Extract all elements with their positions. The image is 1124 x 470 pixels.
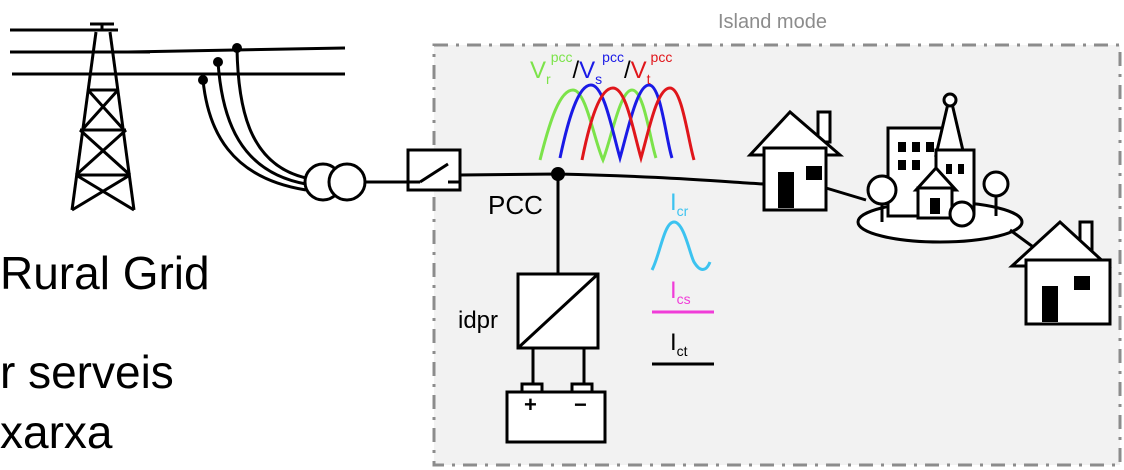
i-cs-main: I [670,277,677,304]
i-cr-sub: cr [677,203,689,219]
feeder-node [213,57,223,67]
v-s-sup: pcc [602,49,624,65]
services-label-line1: r serveis [0,346,174,398]
battery-icon [505,382,607,444]
services-label-line2: xarxa [0,406,113,458]
i-cr-label: Icr [670,189,689,219]
house-door [1042,286,1058,322]
battery-minus: − [574,392,587,417]
transmission-tower-icon [10,22,346,212]
pcc-label: PCC [488,190,543,220]
i-ct-main: I [670,329,677,356]
v-r-sub: r [546,71,551,87]
i-cs-sub: cs [677,291,691,307]
v-s-label: V [579,57,595,84]
i-cr-main: I [670,189,677,216]
house-icon [1008,219,1112,326]
battery-plus: + [524,392,537,417]
voltage-labels: Vrpcc/Vspcc/Vtpcc [530,49,672,87]
main-bus-line [459,172,765,186]
i-ct-sub: ct [677,343,688,359]
rural-grid-label: Rural Grid [0,247,210,299]
house-icon [746,109,845,212]
island-mode-label: Island mode [718,11,827,33]
house-window [1074,276,1090,290]
separator: / [572,57,579,84]
voltage-waveforms [538,83,696,164]
feeder-node [198,75,208,85]
i-cr-waveform [650,220,712,271]
house-window [806,166,822,180]
v-t-sub: t [647,71,651,87]
v-r-label: V [530,57,546,84]
v-t-label: V [631,57,647,84]
line-house-town [825,186,867,202]
converter-label: idpr [458,307,498,334]
converter-icon [516,272,600,350]
v-r-sup: pcc [551,49,573,65]
town-windows [898,142,964,214]
breaker-switch-icon [406,148,462,192]
town-icon [856,92,1024,244]
transformer-icon [303,162,367,202]
separator: / [624,57,631,84]
v-t-sup: pcc [651,49,673,65]
i-cs-label: Ics [670,277,691,307]
v-s-sub: s [595,71,602,87]
house-door [778,172,794,208]
feeder-lines [201,47,307,192]
feeder-node [232,43,242,53]
i-ct-label: Ict [670,329,688,359]
